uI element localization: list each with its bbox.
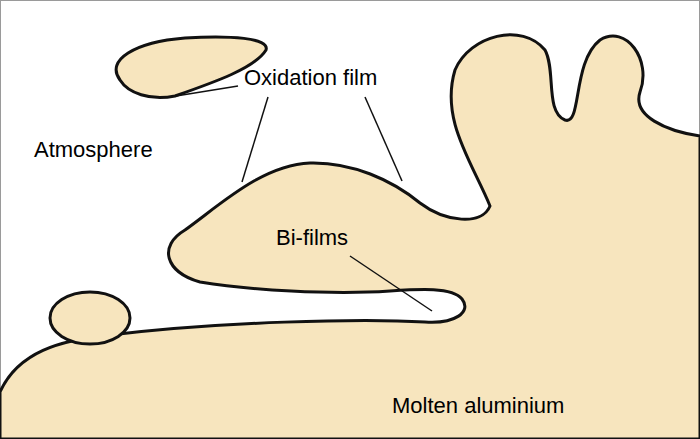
region-label: Molten aluminium xyxy=(392,394,564,418)
leader-line xyxy=(176,86,238,96)
molten-aluminium-mass xyxy=(0,35,700,439)
defect-label: Bi-films xyxy=(276,226,348,250)
leader-line xyxy=(350,256,432,311)
droplet-small xyxy=(50,292,130,344)
leader-line xyxy=(365,97,402,181)
region-label: Atmosphere xyxy=(34,138,153,162)
droplet-top xyxy=(116,37,266,98)
film-label: Oxidation film xyxy=(244,66,377,90)
leader-line xyxy=(242,97,268,182)
leader-lines xyxy=(176,86,432,311)
